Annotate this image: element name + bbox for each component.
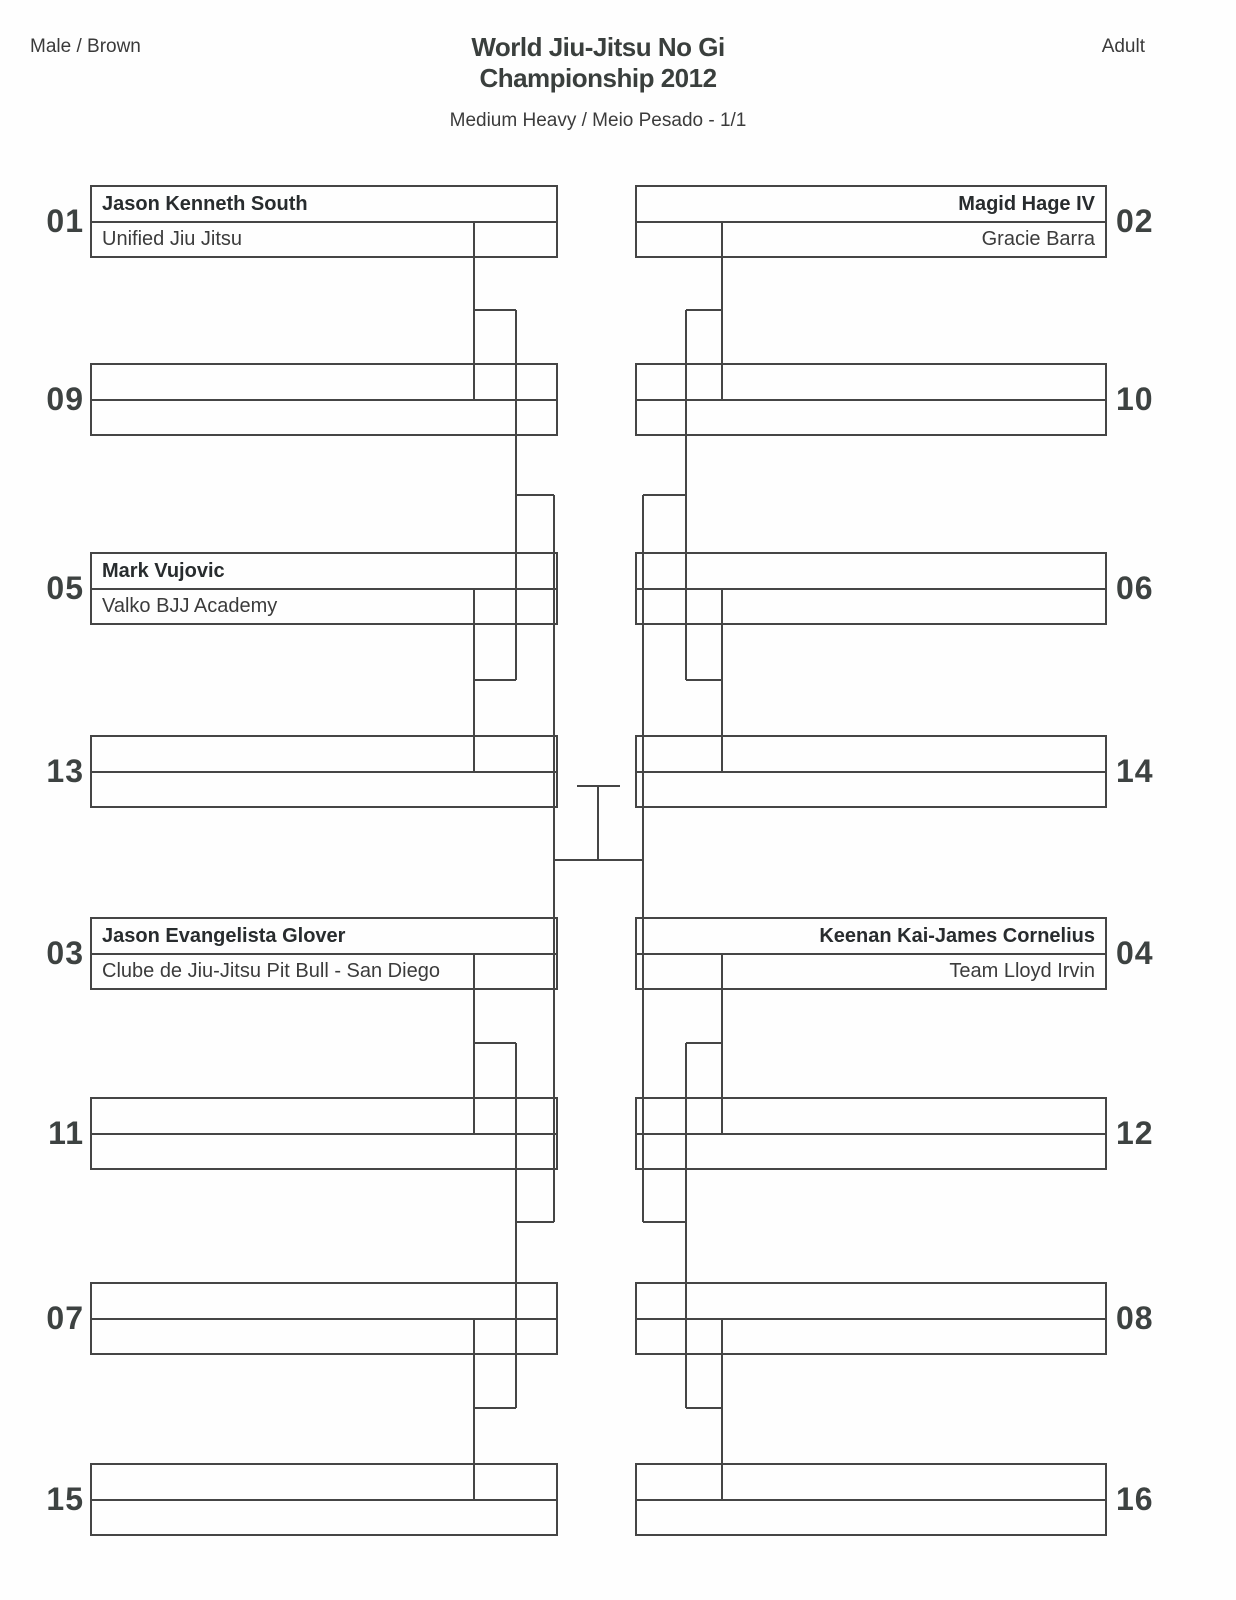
competitor-box-03: Jason Evangelista Glover Clube de Jiu-Ji… [90, 917, 558, 990]
competitor-name [92, 1465, 556, 1501]
competitor-club: Valko BJJ Academy [102, 595, 278, 617]
category-label: Male / Brown [30, 36, 141, 57]
competitor-box-15 [90, 1463, 558, 1536]
competitor-name [92, 1284, 556, 1320]
age-division-label: Adult [1101, 36, 1145, 57]
competitor-club [92, 773, 556, 806]
competitor-name: Jason Kenneth South [92, 187, 556, 223]
competitor-club [92, 1135, 556, 1168]
seed-label-07: 07 [46, 1300, 84, 1336]
seed-label-08: 08 [1116, 1300, 1154, 1336]
competitor-name [637, 737, 1105, 773]
seed-label-12: 12 [1116, 1115, 1154, 1151]
competitor-club [92, 1501, 556, 1534]
competitor-box-09 [90, 363, 558, 436]
competitor-club: Clube de Jiu-Jitsu Pit Bull - San Diego [102, 960, 440, 982]
page-title: World Jiu-Jitsu No Gi Championship 2012 [0, 32, 1196, 94]
competitor-club [637, 773, 1105, 806]
competitor-name [637, 1099, 1105, 1135]
seed-label-02: 02 [1116, 203, 1154, 239]
competitor-box-16 [635, 1463, 1107, 1536]
competitor-name [637, 1465, 1105, 1501]
weight-division-subtitle: Medium Heavy / Meio Pesado - 1/1 [449, 110, 747, 131]
competitor-box-08 [635, 1282, 1107, 1355]
competitor-name: Magid Hage IV [637, 187, 1105, 223]
competitor-name: Jason Evangelista Glover [92, 919, 556, 955]
competitor-club [92, 401, 556, 434]
competitor-club [637, 590, 1105, 623]
competitor-box-12 [635, 1097, 1107, 1170]
competitor-box-14 [635, 735, 1107, 808]
seed-label-03: 03 [46, 935, 84, 971]
competitor-box-07 [90, 1282, 558, 1355]
competitor-name [637, 1284, 1105, 1320]
competitor-box-06 [635, 552, 1107, 625]
competitor-club [637, 1320, 1105, 1353]
seed-label-09: 09 [46, 381, 84, 417]
competitor-box-05: Mark Vujovic Valko BJJ Academy [90, 552, 558, 625]
competitor-club [637, 401, 1105, 434]
seed-label-01: 01 [46, 203, 84, 239]
competitor-club [637, 1501, 1105, 1534]
competitor-club: Gracie Barra [981, 228, 1095, 250]
seed-label-11: 11 [48, 1115, 84, 1151]
title-line-2: Championship 2012 [479, 63, 717, 93]
competitor-name [92, 1099, 556, 1135]
seed-label-10: 10 [1116, 381, 1154, 417]
seed-label-15: 15 [46, 1481, 84, 1517]
competitor-club: Team Lloyd Irvin [949, 960, 1095, 982]
seed-label-05: 05 [46, 570, 84, 606]
competitor-box-10 [635, 363, 1107, 436]
competitor-name [637, 554, 1105, 590]
competitor-club [92, 1320, 556, 1353]
competitor-box-13 [90, 735, 558, 808]
competitor-club [637, 1135, 1105, 1168]
competitor-name [92, 365, 556, 401]
competitor-name [92, 737, 556, 773]
seed-label-13: 13 [46, 753, 84, 789]
competitor-box-02: Magid Hage IV Gracie Barra [635, 185, 1107, 258]
title-line-1: World Jiu-Jitsu No Gi [471, 32, 725, 62]
seed-label-14: 14 [1116, 753, 1154, 789]
seed-label-04: 04 [1116, 935, 1154, 971]
competitor-name: Mark Vujovic [92, 554, 556, 590]
competitor-box-11 [90, 1097, 558, 1170]
competitor-box-04: Keenan Kai-James Cornelius Team Lloyd Ir… [635, 917, 1107, 990]
competitor-club: Unified Jiu Jitsu [102, 228, 243, 250]
seed-label-06: 06 [1116, 570, 1154, 606]
competitor-name: Keenan Kai-James Cornelius [637, 919, 1105, 955]
competitor-name [637, 365, 1105, 401]
competitor-box-01: Jason Kenneth South Unified Jiu Jitsu [90, 185, 558, 258]
seed-label-16: 16 [1116, 1481, 1154, 1517]
